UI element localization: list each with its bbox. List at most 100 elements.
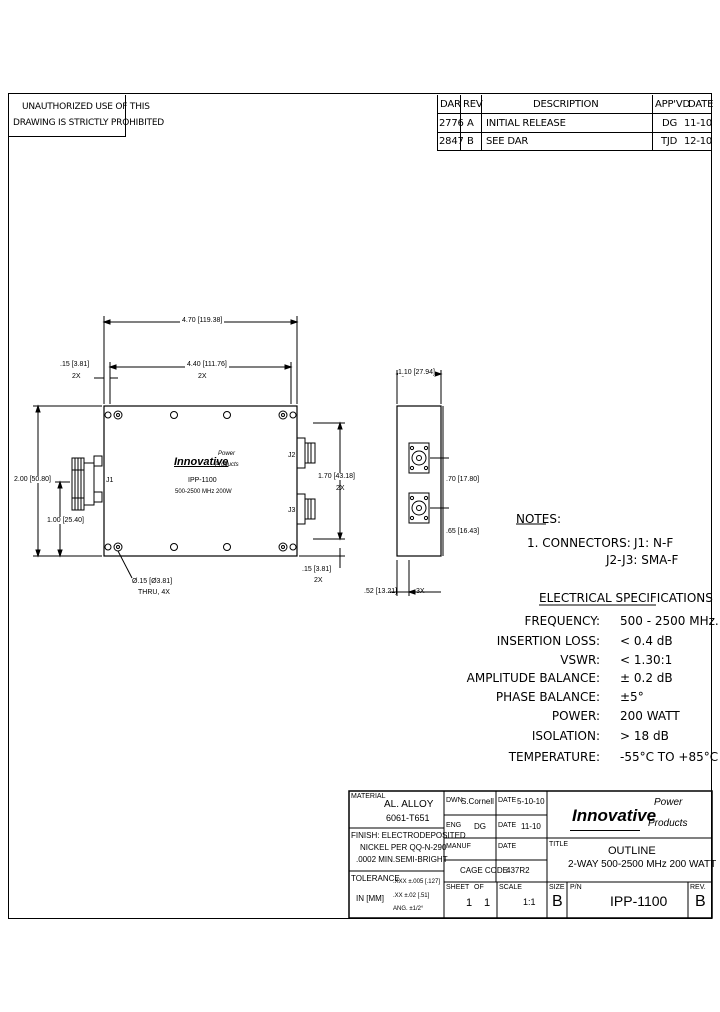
rev-table-vline2 <box>481 95 482 151</box>
spec-label-temperature: TEMPERATURE: <box>508 750 600 764</box>
rev-row1-date: 11-10 <box>684 118 713 129</box>
tb-material-label: MATERIAL <box>351 793 386 800</box>
tb-tol-line2: .XX ±.02 [.51] <box>393 893 430 899</box>
rev-row2-description: SEE DAR <box>486 136 529 147</box>
dim-side-lower: .65 [16.43] <box>446 528 480 535</box>
tb-of-label: OF <box>474 884 484 891</box>
tb-cage-value: 437R2 <box>506 866 530 875</box>
tb-pn-value: IPP-1100 <box>610 893 668 909</box>
rev-table-hline2 <box>437 132 712 133</box>
dim-bottom-offset-qty: 2X <box>314 577 323 584</box>
rev-row2-date: 12-10 <box>684 136 713 147</box>
connector-label-j2: J2 <box>288 452 296 459</box>
spec-value-temperature: -55°C TO +85°C <box>620 750 719 764</box>
connector-label-j1: J1 <box>106 477 114 484</box>
company-logo-innovative: Innovative <box>572 806 657 825</box>
tb-tol-unit: IN [MM] <box>356 894 384 903</box>
warning-box <box>8 95 126 137</box>
tb-size-value: B <box>552 893 563 910</box>
spec-label-amplitude-balance: AMPLITUDE BALANCE: <box>466 671 600 685</box>
rev-row2-dar: 2847 <box>439 136 464 147</box>
tb-sheet-value: 1 <box>466 897 473 909</box>
rev-row1-dar: 2776 <box>439 118 464 129</box>
notes-item1-line2: J2-J3: SMA-F <box>606 553 679 567</box>
spec-value-insertion-loss: < 0.4 dB <box>620 634 673 648</box>
tb-date-value2: 11-10 <box>521 822 541 831</box>
rev-header-apprvd: APP'VD <box>655 99 690 110</box>
part-brand: Innovative <box>174 456 229 468</box>
spec-value-power: 200 WATT <box>620 709 680 723</box>
rev-row2-apprvd: TJD <box>661 136 678 147</box>
spec-label-phase-balance: PHASE BALANCE: <box>495 690 600 704</box>
tb-title-label: TITLE <box>549 841 569 848</box>
rev-table-hline1 <box>437 113 712 114</box>
tb-date-label2: DATE <box>498 822 517 829</box>
spec-value-frequency: 500 - 2500 MHz. <box>620 614 719 628</box>
tb-size-label: SIZE <box>549 884 565 891</box>
part-brand-sub2: Products <box>215 462 239 468</box>
rev-row1-rev: A <box>467 118 474 129</box>
dim-overall-width: 4.70 [119.38] <box>180 317 225 324</box>
connector-label-j3: J3 <box>288 507 296 514</box>
tb-eng-label: ENG <box>446 822 462 829</box>
dim-connector-spacing-qty: 2X <box>336 485 345 492</box>
rev-row1-apprvd: DG <box>662 118 678 129</box>
tb-material-line1: AL. ALLOY <box>384 799 434 810</box>
dim-hole-note: THRU, 4X <box>138 589 170 596</box>
dim-edge-offset-qty: 2X <box>72 373 81 380</box>
tb-pn-label: P/N <box>570 884 582 891</box>
tb-material-line2: 6061-T651 <box>386 813 430 823</box>
tb-dwn-value: S.Cornell <box>461 797 494 806</box>
rev-row1-description: INITIAL RELEASE <box>486 118 566 129</box>
tb-sheet-label: SHEET <box>446 884 470 891</box>
tb-rev-label: REV. <box>690 884 706 891</box>
electrical-title: ELECTRICAL SPECIFICATIONS <box>539 591 713 605</box>
notes-item1-prefix: 1. CONNECTORS: <box>527 536 631 550</box>
tb-eng-value: DG <box>474 822 486 831</box>
spec-label-power: POWER: <box>551 709 600 723</box>
company-logo-power: Power <box>654 797 683 808</box>
rev-table-vline3 <box>652 95 653 151</box>
spec-value-amplitude-balance: ± 0.2 dB <box>620 671 673 685</box>
tb-finish-line1: FINISH: ELECTRODEPOSITED <box>351 831 466 840</box>
top-view-body <box>103 405 298 557</box>
dim-side-width: 1.10 [27.94] <box>398 369 435 376</box>
company-logo-products: Products <box>648 818 688 829</box>
rev-table-vline1 <box>460 95 461 151</box>
rev-header-date: DATE <box>688 99 714 110</box>
dim-side-depth: .52 [13.21] <box>364 588 398 595</box>
dim-connector-spacing: 1.70 [43.18] <box>318 473 355 480</box>
notes-title: NOTES: <box>516 512 561 526</box>
tb-manuf-label: MANUF <box>446 843 471 850</box>
tb-tol-line3: ANG. ±1/2° <box>393 906 424 912</box>
revision-table <box>437 95 712 151</box>
tb-finish-line3: .0002 MIN.SEMI-BRIGHT <box>356 855 448 864</box>
spec-label-frequency: FREQUENCY: <box>524 614 600 628</box>
dim-height: 2.00 [50.80] <box>14 476 51 483</box>
dim-hole-dia: Ø.15 [Ø3.81] <box>132 578 173 585</box>
tb-sheet-total: 1 <box>484 897 491 909</box>
tb-tolerance-label: TOLERANCE <box>351 874 400 883</box>
dim-inner-width: 4.40 [111.76] <box>185 361 229 368</box>
tb-scale-label: SCALE <box>499 884 522 891</box>
dim-inner-width-qty: 2X <box>198 373 207 380</box>
tb-rev-value: B <box>695 893 706 910</box>
part-brand-logo: Innovative <box>174 456 228 468</box>
dim-side-depth-qty: 3X <box>416 588 425 595</box>
rev-row2-rev: B <box>467 136 474 147</box>
spec-value-isolation: > 18 dB <box>620 729 669 743</box>
rev-header-rev: REV <box>463 99 483 110</box>
tb-title-line1: OUTLINE <box>608 845 656 857</box>
spec-label-insertion-loss: INSERTION LOSS: <box>496 634 600 648</box>
tb-cage-label: CAGE CODE: <box>460 866 511 875</box>
spec-value-phase-balance: ±5° <box>620 690 644 704</box>
part-spec: 500-2500 MHz 200W <box>175 489 232 495</box>
dim-bottom-offset: .15 [3.81] <box>302 566 332 573</box>
tb-finish-line2: NICKEL PER QQ-N-290 <box>360 843 447 852</box>
company-logo-underline <box>570 830 640 831</box>
tb-scale-value: 1:1 <box>523 897 536 907</box>
spec-value-vswr: < 1.30:1 <box>620 653 673 667</box>
warning-line1: UNAUTHORIZED USE OF THIS <box>22 102 150 112</box>
spec-label-isolation: ISOLATION: <box>531 729 600 743</box>
